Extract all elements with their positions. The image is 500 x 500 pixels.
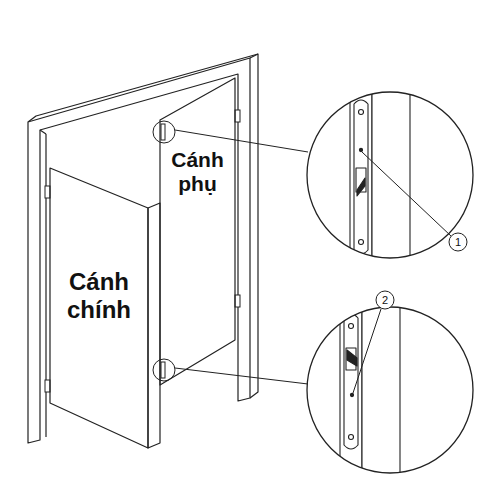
leaf-edge bbox=[340, 292, 362, 500]
leaf-edge bbox=[350, 85, 372, 290]
hinge bbox=[45, 186, 50, 198]
bolt-lever bbox=[347, 350, 357, 366]
leaf-thickness bbox=[148, 203, 160, 448]
frame-depth bbox=[250, 54, 258, 58]
callout-circle bbox=[376, 291, 394, 309]
main-leaf bbox=[50, 168, 148, 448]
leaf-label: Cánh phụ bbox=[163, 148, 233, 196]
callout-number: 2 bbox=[377, 292, 393, 308]
leaf-outline bbox=[160, 78, 235, 385]
frame-inner-edge bbox=[40, 130, 46, 134]
bolt-slot bbox=[346, 348, 356, 370]
flush-bolt-mark bbox=[161, 124, 165, 140]
leaf-outline bbox=[50, 168, 148, 448]
screw-hole bbox=[359, 110, 364, 115]
bolt-plate bbox=[344, 314, 358, 449]
detail-leader bbox=[175, 368, 308, 384]
bolt-head bbox=[379, 78, 385, 82]
leaf-top bbox=[350, 70, 410, 95]
bolt-plate bbox=[354, 100, 368, 254]
detail-marker bbox=[153, 121, 175, 143]
magnified-view bbox=[307, 307, 473, 473]
bolt-lever bbox=[357, 178, 365, 196]
callout-leader bbox=[362, 152, 451, 236]
screw-hole bbox=[359, 240, 364, 245]
hinge bbox=[235, 110, 240, 122]
bolt-head bbox=[375, 78, 389, 86]
flush-bolt-mark bbox=[161, 362, 165, 378]
leaf-outline bbox=[160, 78, 235, 385]
callout-circle bbox=[449, 233, 467, 251]
hinge bbox=[45, 380, 50, 392]
leaf-face bbox=[372, 70, 410, 280]
screw-hole bbox=[349, 324, 354, 329]
leaf-face bbox=[362, 280, 400, 500]
hinge bbox=[235, 295, 240, 307]
leader-dot bbox=[350, 393, 353, 396]
magnified-view bbox=[307, 92, 473, 258]
leader-dot bbox=[359, 148, 362, 151]
door-leaf: Cánh phụ bbox=[160, 78, 235, 385]
leaf-label: Cánh chính bbox=[53, 268, 145, 323]
callout-leader bbox=[353, 309, 381, 393]
door-leaf: Cánh chính bbox=[50, 168, 148, 448]
callout-number: 1 bbox=[450, 234, 466, 250]
screw-hole bbox=[349, 435, 354, 440]
